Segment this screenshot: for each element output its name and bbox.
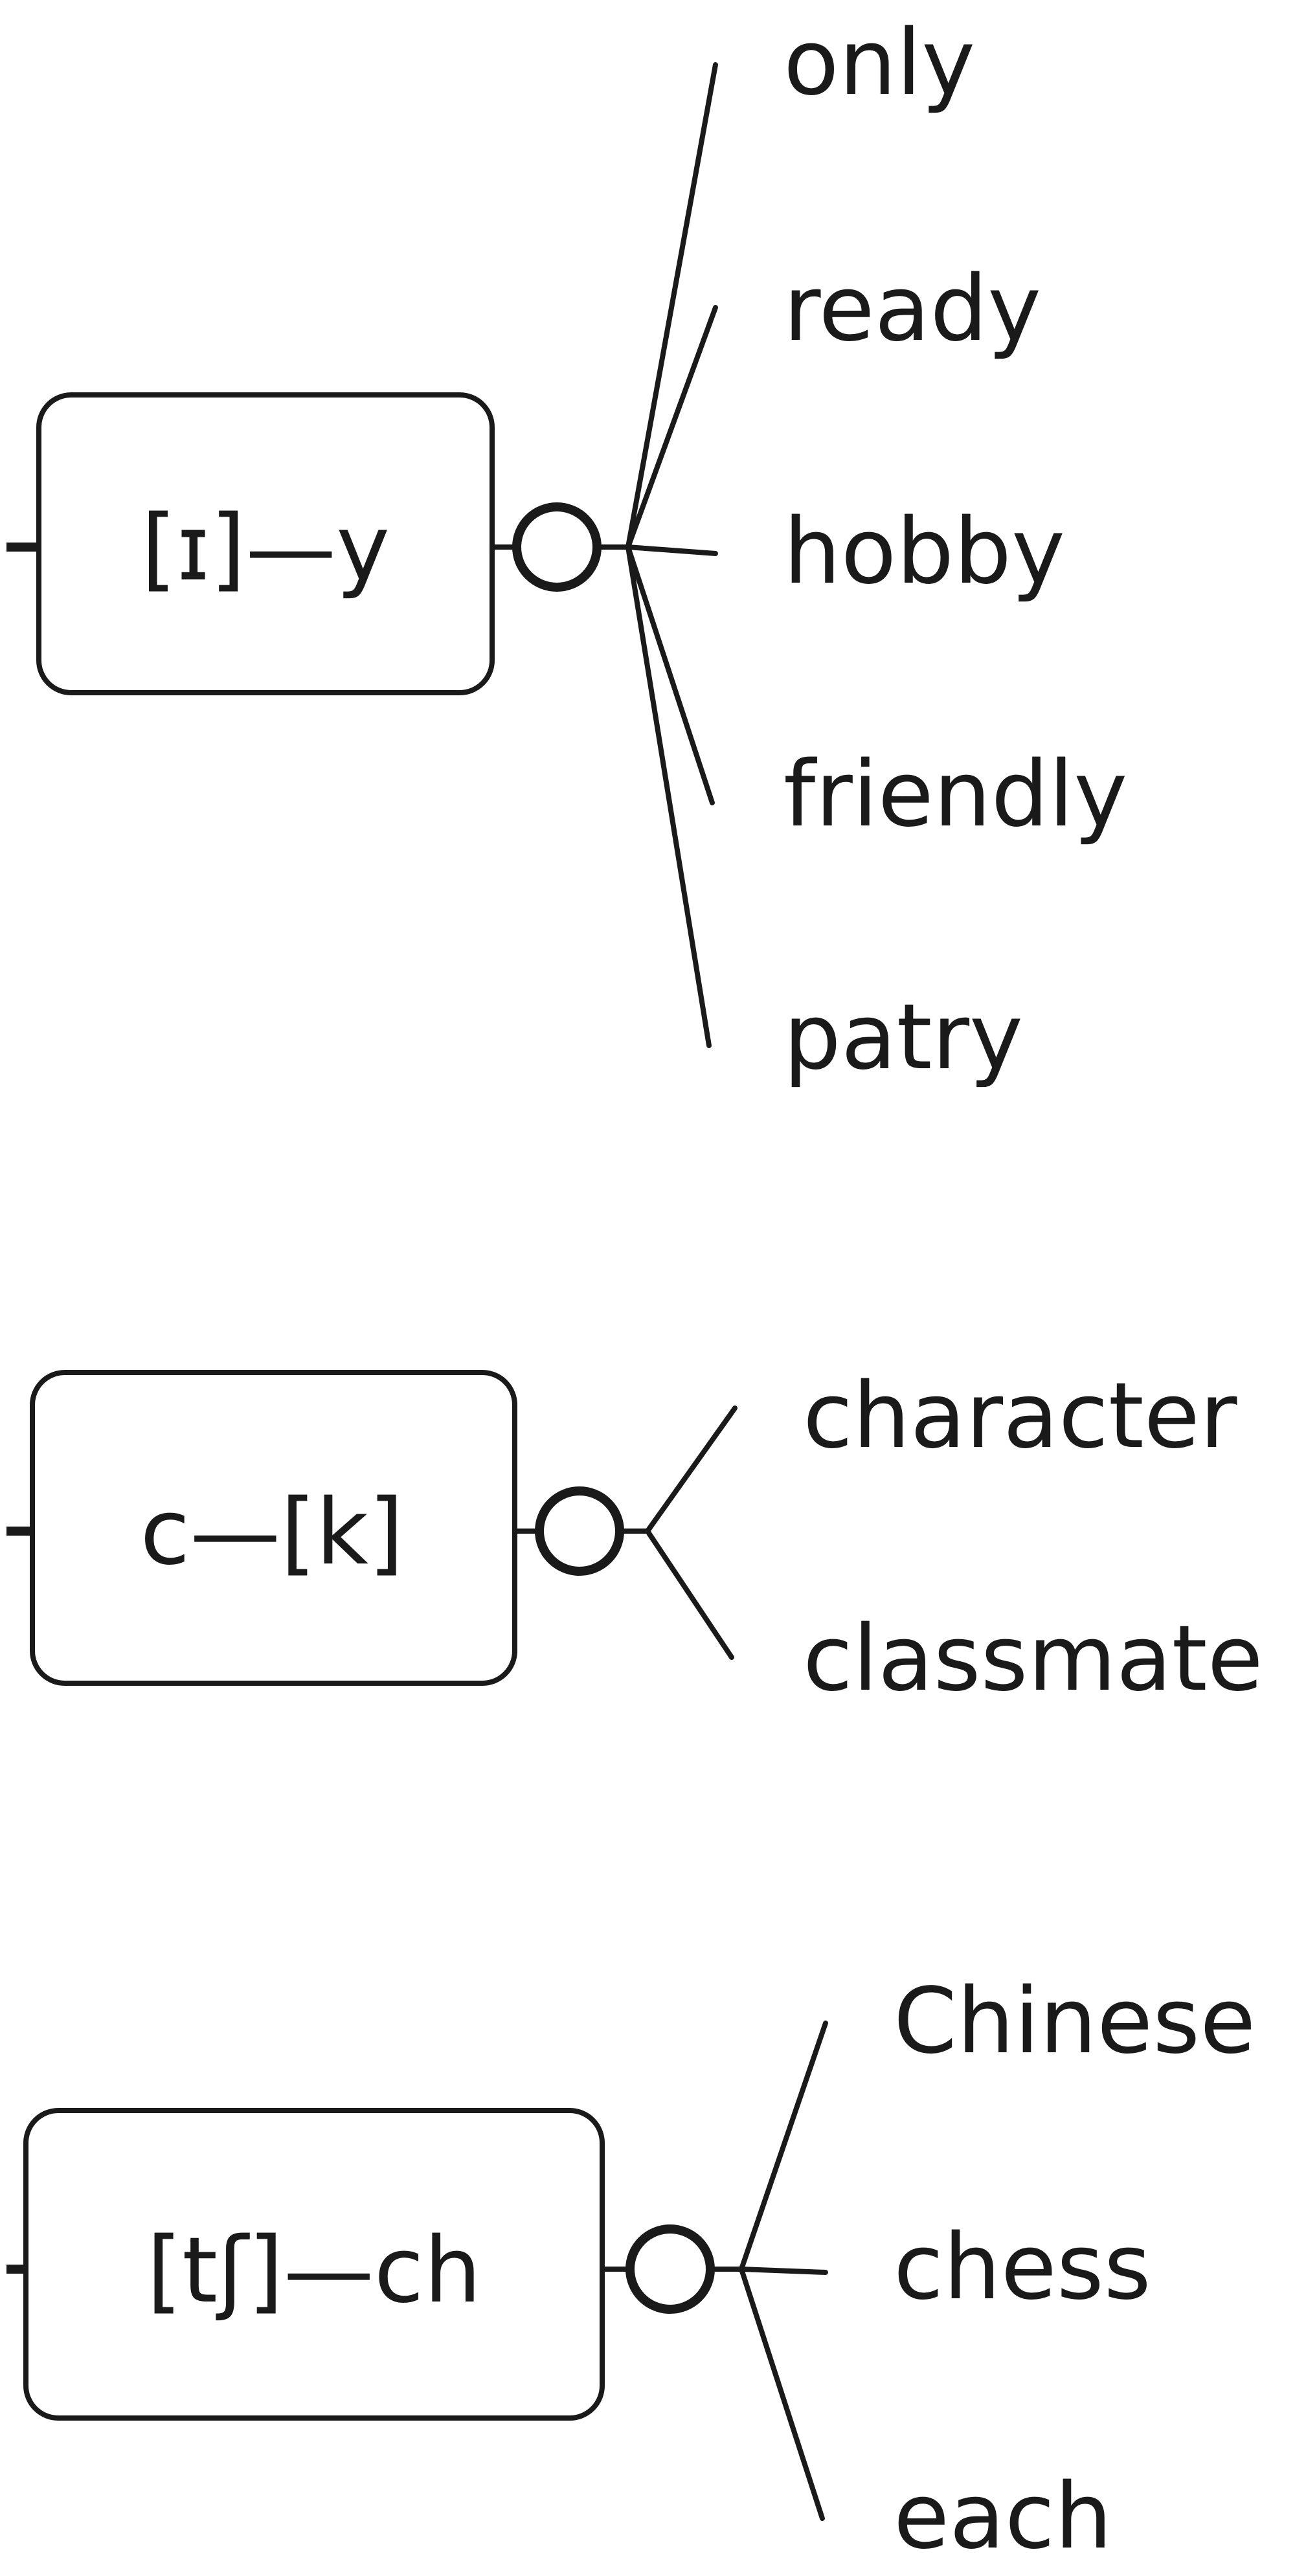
branch-node: [625, 2224, 715, 2314]
branch-line-chess: [739, 2267, 828, 2275]
rule-box: [30, 1370, 517, 1686]
branch-line-patry: [625, 544, 712, 1048]
branch-line-chinese: [739, 2021, 828, 2272]
branch-line-character: [645, 1406, 738, 1534]
branch-node: [512, 502, 602, 592]
word-chinese: Chinese: [894, 1969, 1256, 2074]
word-ready: ready: [783, 256, 1041, 362]
word-classmate: classmate: [803, 1606, 1263, 1712]
word-chess: chess: [894, 2215, 1151, 2320]
rule-label: c—[k]: [140, 1480, 403, 1585]
branch-line-hobby: [625, 544, 718, 556]
rule-label: [tʃ]—ch: [147, 2218, 482, 2324]
word-each: each: [894, 2464, 1112, 2570]
word-hobby: hobby: [783, 499, 1065, 605]
branch-node: [535, 1486, 624, 1576]
rule-box: [36, 392, 495, 695]
branch-line-classmate: [645, 1529, 734, 1660]
branch-line-each: [739, 2267, 825, 2521]
rule-label: [ɪ]—y: [141, 496, 390, 601]
word-only: only: [783, 10, 975, 116]
word-patry: patry: [783, 985, 1023, 1090]
rule-box: [23, 2108, 605, 2421]
word-character: character: [803, 1363, 1237, 1469]
branch-line-friendly: [625, 544, 715, 805]
group-i-y: [ɪ]—y only ready hobby friendly patry: [6, 10, 1127, 1090]
branch-line-ready: [625, 305, 718, 550]
word-friendly: friendly: [783, 742, 1127, 847]
group-tsh-ch: [tʃ]—ch Chinese chess each: [6, 1969, 1256, 2570]
group-c-k: c—[k] character classmate: [6, 1363, 1263, 1712]
branch-line-only: [625, 62, 718, 550]
